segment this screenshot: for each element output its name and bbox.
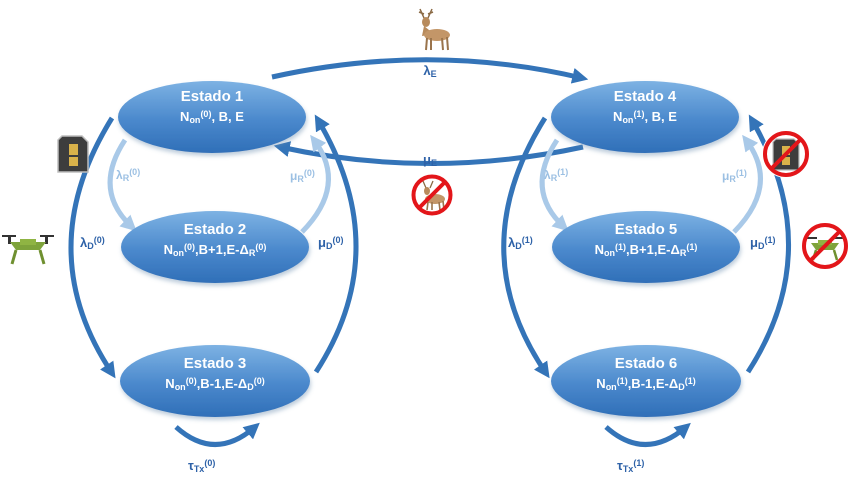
label-tau-Tx0: τTx(0) <box>188 458 215 474</box>
label-mu-R1: μR(1) <box>722 168 747 184</box>
state-vars: Non(0),B-1,E-ΔD(0) <box>165 376 264 392</box>
sd-card-icon <box>57 135 89 173</box>
state-title: Estado 3 <box>184 355 247 372</box>
arrow-tau-Tx1 <box>604 422 691 447</box>
label-tau-Tx1: τTx(1) <box>617 458 644 474</box>
arrow-lambda-D1 <box>501 116 550 379</box>
label-lambda-E: λE <box>423 63 436 79</box>
state-title: Estado 6 <box>615 355 678 372</box>
state-vars: Non(1),B-1,E-ΔD(1) <box>596 376 695 392</box>
label-mu-E: μE <box>423 152 437 168</box>
state-vars: Non(1),B+1,E-ΔR(1) <box>595 242 698 258</box>
state-title: Estado 2 <box>184 221 247 238</box>
state-5: Estado 5 Non(1),B+1,E-ΔR(1) <box>552 211 740 283</box>
state-4: Estado 4 Non(1), B, E <box>551 81 739 153</box>
arrow-mu-E <box>273 141 584 166</box>
arrow-lambda-R1 <box>539 138 569 232</box>
arrow-mu-R1 <box>732 134 763 234</box>
state-title: Estado 1 <box>181 88 244 105</box>
state-vars: Non(0),B+1,E-ΔR(0) <box>164 242 267 258</box>
arrow-lambda-R0 <box>107 138 137 232</box>
state-title: Estado 5 <box>615 221 678 238</box>
state-1: Estado 1 Non(0), B, E <box>118 81 306 153</box>
label-lambda-R0: λR(0) <box>116 167 140 183</box>
state-6: Estado 6 Non(1),B-1,E-ΔD(1) <box>551 345 741 417</box>
label-lambda-D0: λD(0) <box>80 235 105 251</box>
arrow-lambda-D0 <box>68 116 116 379</box>
deer-icon <box>418 8 450 51</box>
arrow-mu-R0 <box>300 134 331 234</box>
arrow-tau-Tx0 <box>174 422 260 447</box>
drone-prohibited-icon <box>801 222 849 270</box>
state-title: Estado 4 <box>614 88 677 105</box>
arrow-lambda-E <box>271 57 589 84</box>
deer-prohibited-icon <box>411 174 453 216</box>
sd-card-prohibited-icon <box>762 130 810 178</box>
label-mu-R0: μR(0) <box>290 168 315 184</box>
label-mu-D0: μD(0) <box>318 235 343 251</box>
arrow-mu-D0 <box>313 114 359 374</box>
state-3: Estado 3 Non(0),B-1,E-ΔD(0) <box>120 345 310 417</box>
label-lambda-D1: λD(1) <box>508 235 533 251</box>
state-vars: Non(1), B, E <box>613 109 677 125</box>
drone-icon <box>2 235 54 265</box>
state-vars: Non(0), B, E <box>180 109 244 125</box>
label-lambda-R1: λR(1) <box>544 167 568 183</box>
label-mu-D1: μD(1) <box>750 235 775 251</box>
state-2: Estado 2 Non(0),B+1,E-ΔR(0) <box>121 211 309 283</box>
